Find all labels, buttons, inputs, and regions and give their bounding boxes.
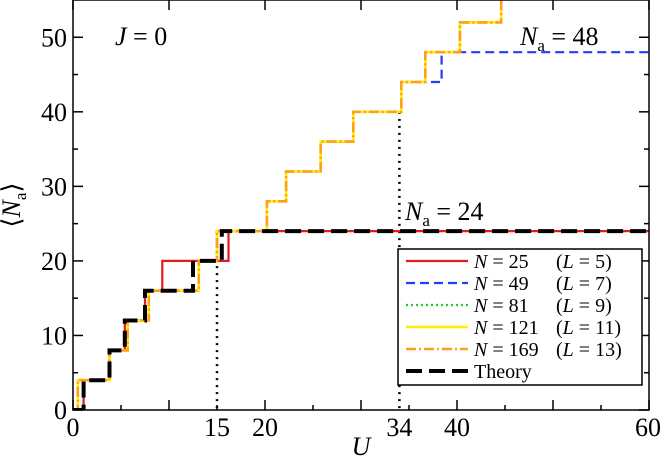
y-tick-label: 40	[41, 98, 67, 127]
legend-label-0: N = 25	[473, 251, 529, 273]
x-tick-label: 40	[444, 413, 470, 442]
x-tick-label: 20	[252, 413, 278, 442]
series-line-5	[73, 229, 649, 410]
y-axis-label: ⟨Na⟩	[0, 182, 30, 227]
annotation-j: J = 0	[115, 22, 167, 51]
legend-l-1: (L = 7)	[556, 273, 612, 295]
legend-label-3: N = 121	[473, 317, 539, 339]
series-line-4	[73, 0, 503, 410]
reference-lines	[215, 111, 401, 410]
legend-l-3: (L = 11)	[556, 317, 621, 339]
legend-label-4: N = 169	[473, 339, 539, 361]
x-tick-label: 34	[386, 413, 412, 442]
x-tick-label: 15	[204, 413, 230, 442]
annotation-na24: Na = 24	[404, 197, 484, 230]
legend: N = 25 (L = 5) N = 49 (L = 7) N = 81 (L = 9) N…	[397, 248, 643, 386]
y-tick-label: 0	[54, 396, 67, 425]
x-tick-label: 0	[67, 413, 80, 442]
y-tick-label: 30	[41, 172, 67, 201]
y-tick-label: 10	[41, 321, 67, 350]
y-tick-label: 20	[41, 247, 67, 276]
legend-l-0: (L = 5)	[556, 251, 612, 273]
axis-ticks: 0 10 20 30 40 50 0 15 20 34 40 60	[41, 0, 661, 442]
legend-label-5: Theory	[474, 361, 532, 383]
y-tick-label: 50	[41, 23, 67, 52]
legend-l-4: (L = 13)	[556, 339, 622, 361]
legend-label-2: N = 81	[473, 295, 529, 317]
x-axis-label: U	[352, 432, 373, 460]
legend-box	[397, 248, 643, 386]
legend-l-2: (L = 9)	[556, 295, 612, 317]
data-series	[73, 0, 649, 410]
legend-label-1: N = 49	[473, 273, 529, 295]
annotation-na48: Na = 48	[519, 22, 599, 55]
x-tick-label: 60	[635, 413, 661, 442]
